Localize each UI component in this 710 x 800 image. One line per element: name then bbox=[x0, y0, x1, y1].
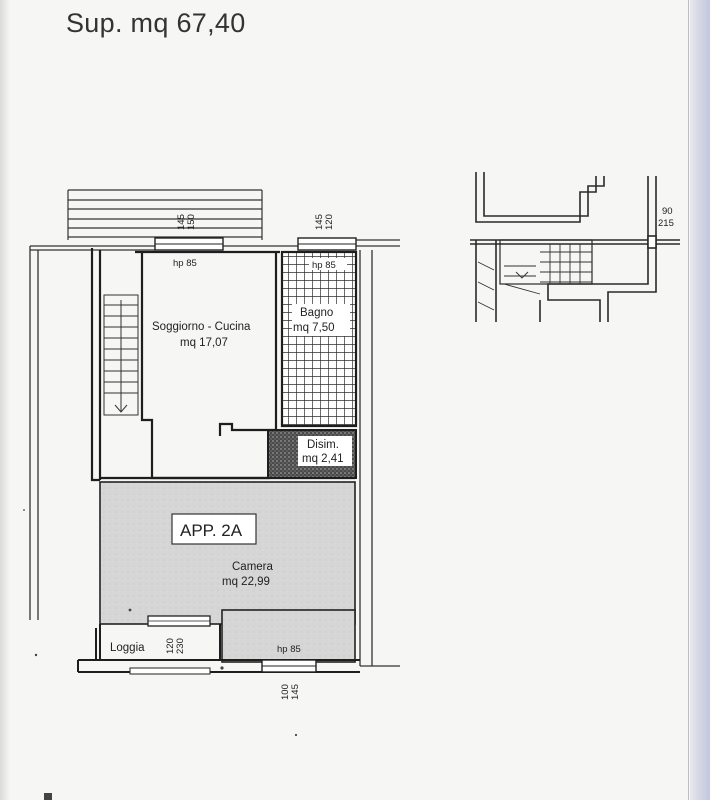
camera-lower bbox=[221, 609, 356, 663]
camera-room bbox=[99, 481, 356, 625]
dim-camera-b: 145 bbox=[290, 684, 301, 700]
stair-detail bbox=[470, 172, 680, 322]
disim-area: mq 2,41 bbox=[302, 453, 344, 465]
scan-shadow-left bbox=[0, 0, 10, 800]
camera-area: mq 22,99 bbox=[222, 576, 270, 588]
surface-title: Sup. mq 67,40 bbox=[66, 8, 246, 38]
camera-name: Camera bbox=[232, 561, 274, 573]
disim-label-box bbox=[298, 436, 352, 466]
soggiorno-area: mq 17,07 bbox=[180, 337, 228, 349]
interior-stair bbox=[103, 294, 139, 416]
loggia-door bbox=[129, 615, 211, 675]
dim-soggiorno-b: 150 bbox=[186, 214, 197, 230]
scan-edge-right bbox=[690, 0, 710, 800]
dim-loggia-a: 120 bbox=[165, 638, 176, 654]
dim-stair-b: 215 bbox=[658, 218, 674, 229]
window-camera bbox=[261, 659, 317, 673]
hp-bagno: hp 85 bbox=[312, 260, 336, 271]
loggia-name: Loggia bbox=[110, 642, 145, 654]
soggiorno-name: Soggiorno - Cucina bbox=[152, 321, 251, 333]
dim-camera-a: 100 bbox=[280, 684, 291, 700]
exterior-stair-hatch bbox=[67, 189, 263, 240]
dim-loggia-b: 230 bbox=[175, 638, 186, 654]
hp-soggiorno: hp 85 bbox=[173, 258, 197, 269]
unit-label: APP. 2A bbox=[180, 521, 243, 540]
dim-bagno-b: 120 bbox=[324, 214, 335, 230]
scan-marks bbox=[23, 509, 298, 800]
scan-edge-line bbox=[688, 0, 689, 800]
floor-plan: 145 150 hp 85 Bagno mq 7,50 hp 85 145 12… bbox=[23, 172, 680, 800]
window-soggiorno bbox=[154, 237, 224, 251]
bagno-area: mq 7,50 bbox=[293, 322, 335, 334]
unit-label-box bbox=[171, 513, 257, 545]
bagno-label-box bbox=[292, 304, 350, 336]
hp-camera: hp 85 bbox=[277, 644, 301, 655]
dim-soggiorno-a: 145 bbox=[176, 214, 187, 230]
disim-name: Disim. bbox=[307, 439, 339, 451]
window-bagno bbox=[297, 237, 357, 251]
stair-detail-steps bbox=[477, 244, 592, 311]
soggiorno-walls bbox=[90, 248, 355, 482]
dim-bagno-a: 145 bbox=[314, 214, 325, 230]
hp-bagno-bg bbox=[309, 258, 347, 270]
bagno-name: Bagno bbox=[300, 307, 333, 319]
dim-stair-a: 90 bbox=[662, 206, 673, 217]
bagno-room bbox=[280, 250, 358, 428]
